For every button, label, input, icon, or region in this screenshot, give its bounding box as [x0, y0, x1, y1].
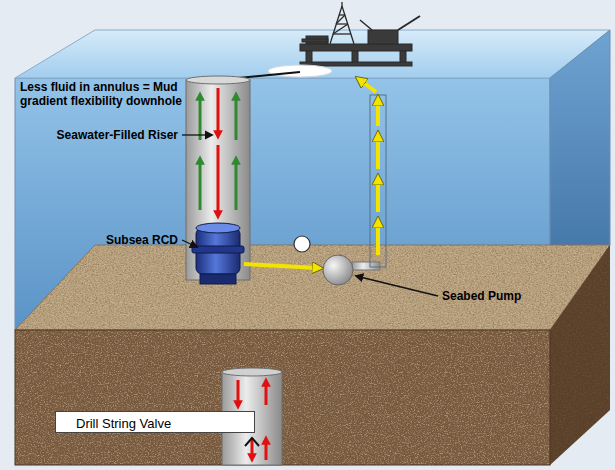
riser-label: Seawater-Filled Riser	[57, 128, 178, 142]
moonpool	[268, 65, 332, 77]
pump-pipe	[352, 262, 380, 270]
rcd-label: Subsea RCD	[106, 233, 178, 247]
return-arrows	[360, 80, 378, 255]
flow-arrow	[244, 264, 318, 268]
drilling-rig	[300, 16, 420, 66]
ground-front	[15, 330, 550, 465]
return-line	[370, 95, 386, 267]
leader-lines	[182, 135, 438, 296]
pump-label: Seabed Pump	[442, 289, 521, 303]
ground-side	[550, 245, 610, 465]
ground-texture	[15, 330, 550, 465]
ground-texture	[15, 330, 550, 465]
riser-pipe	[186, 80, 250, 280]
seabed-surface	[15, 245, 610, 330]
rcd-device	[192, 223, 244, 284]
ground-outline	[15, 330, 550, 465]
ground-texture	[550, 245, 610, 465]
seabed-pump	[323, 255, 353, 285]
sea-surface	[15, 30, 610, 78]
seabed-texture	[15, 245, 610, 330]
riser-top	[186, 76, 250, 84]
wellbore-top	[222, 368, 282, 376]
valve-box: Drill String Valve	[55, 411, 255, 433]
valve-symbol	[245, 438, 259, 446]
flow-arrows	[200, 88, 236, 215]
seabed-valve	[294, 236, 310, 252]
seabed-texture	[15, 245, 610, 330]
annulus-note: Less fluid in annulus = Mud gradient fle…	[20, 80, 182, 108]
derrick	[330, 2, 354, 44]
node-text: Drill String Valve	[76, 416, 171, 432]
